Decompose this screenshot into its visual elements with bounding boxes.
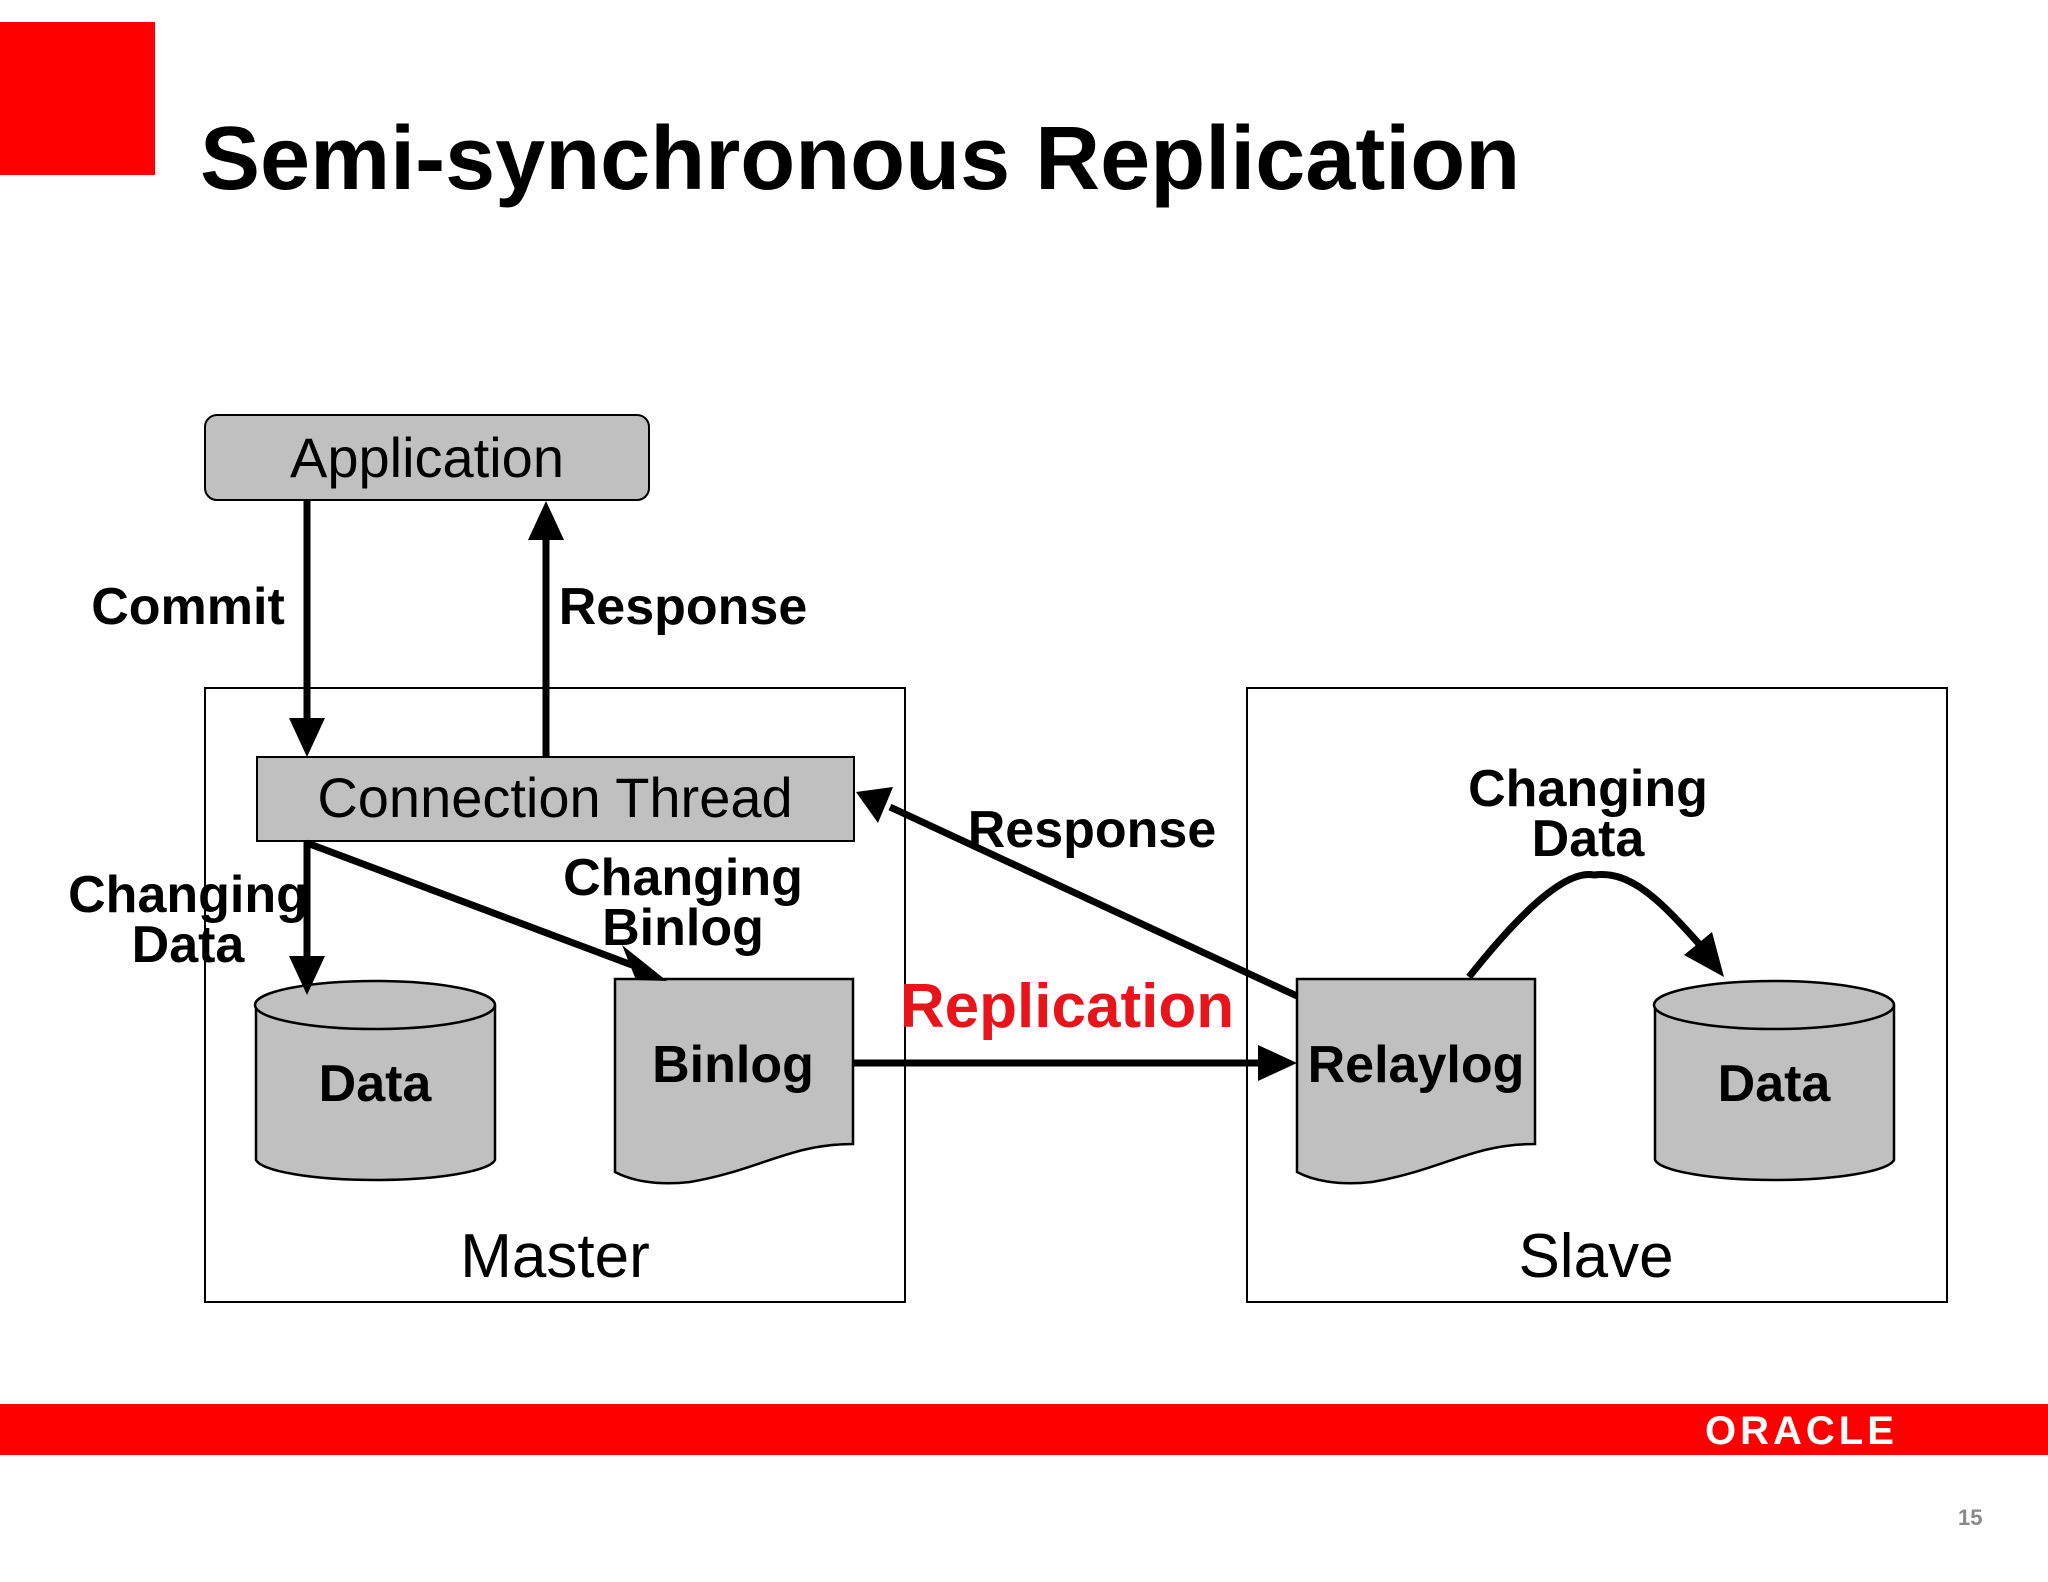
response-app-arrowhead	[528, 501, 564, 540]
footer-band	[0, 1404, 2048, 1455]
commit-label: Commit	[91, 578, 285, 636]
relaylog-document: Relaylog	[1295, 977, 1537, 1185]
corner-accent	[0, 22, 155, 175]
replication-arrowhead	[1258, 1045, 1297, 1081]
response-slave-arrow	[888, 803, 1299, 1000]
changing-binlog-arrow	[305, 839, 634, 969]
connection-thread-node	[256, 756, 855, 842]
response-slave-label: Response	[968, 801, 1217, 859]
page-number: 15	[1958, 1505, 1983, 1530]
changing-data-slave-label-line2: Data	[1532, 810, 1646, 868]
application-node	[204, 414, 650, 501]
slide-title: Semi-synchronous Replication	[200, 109, 1521, 209]
replication-label: Replication	[900, 972, 1234, 1041]
changing-data-master-label-line2: Data	[132, 916, 246, 974]
changing-data-slave-arrow	[1466, 870, 1703, 980]
response-slave-arrowhead	[856, 787, 893, 823]
slave-data-label: Data	[1718, 1055, 1832, 1113]
master-data-cylinder: Data	[253, 979, 497, 1182]
slave-data-cylinder: Data	[1652, 979, 1896, 1182]
relaylog-label: Relaylog	[1308, 1036, 1525, 1094]
binlog-document: Binlog	[613, 977, 855, 1185]
oracle-logo: ORACLE	[1705, 1409, 1898, 1453]
commit-arrowhead	[289, 718, 325, 757]
master-data-label: Data	[319, 1055, 433, 1113]
changing-data-slave-arrowhead	[1684, 932, 1724, 977]
changing-data-slave-label-line1: Changing	[1468, 760, 1708, 818]
application-label: Application	[290, 426, 564, 489]
response-app-label: Response	[559, 578, 808, 636]
master-label: Master	[460, 1222, 649, 1291]
changing-binlog-label-line1: Changing	[563, 849, 803, 907]
changing-binlog-label-line2: Binlog	[602, 899, 764, 957]
slave-label: Slave	[1518, 1222, 1673, 1291]
connection-thread-label: Connection Thread	[317, 766, 792, 829]
changing-data-master-label-line1: Changing	[68, 866, 308, 924]
binlog-label: Binlog	[652, 1036, 814, 1094]
changing-binlog-arrowhead	[622, 945, 667, 981]
changing-data-master-arrowhead	[289, 956, 325, 995]
